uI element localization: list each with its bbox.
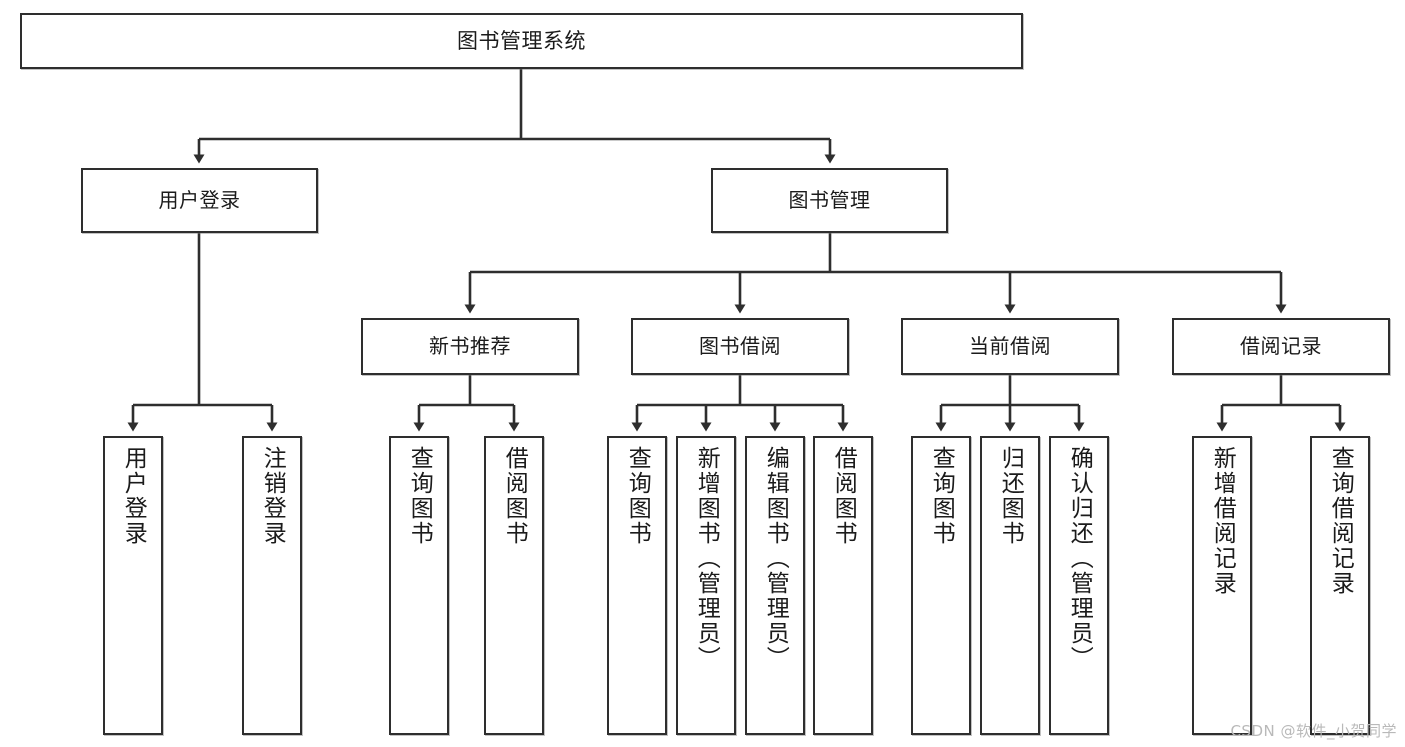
node-borrow-record[interactable]: 借阅记录 bbox=[1172, 318, 1390, 375]
node-label: 用户登录 bbox=[158, 187, 241, 212]
node-label: 编辑图书（管理员） bbox=[762, 446, 789, 671]
node-root-system[interactable]: 图书管理系统 bbox=[20, 13, 1023, 69]
leaf-user-login-login[interactable]: 用户登录 bbox=[103, 436, 163, 735]
node-label: 图书管理 bbox=[788, 187, 871, 212]
leaf-current-return-book[interactable]: 归还图书 bbox=[980, 436, 1040, 735]
leaf-borrow-edit-book-admin[interactable]: 编辑图书（管理员） bbox=[745, 436, 805, 735]
node-book-borrow[interactable]: 图书借阅 bbox=[631, 318, 849, 375]
node-label: 注销登录 bbox=[259, 446, 286, 546]
leaf-borrow-query-book[interactable]: 查询图书 bbox=[607, 436, 667, 735]
watermark: CSDN @软件_小贺同学 bbox=[1230, 722, 1397, 740]
leaf-new-book-query[interactable]: 查询图书 bbox=[389, 436, 449, 735]
node-label: 当前借阅 bbox=[969, 333, 1051, 358]
node-label: 新增图书（管理员） bbox=[693, 446, 720, 671]
leaf-record-query-record[interactable]: 查询借阅记录 bbox=[1310, 436, 1370, 735]
node-new-book-recommend[interactable]: 新书推荐 bbox=[361, 318, 579, 375]
node-label: 借阅记录 bbox=[1240, 333, 1322, 358]
node-label: 新书推荐 bbox=[429, 333, 511, 358]
node-current-borrow[interactable]: 当前借阅 bbox=[901, 318, 1119, 375]
node-label: 查询图书 bbox=[406, 446, 433, 546]
node-label: 借阅图书 bbox=[501, 446, 528, 546]
leaf-new-book-borrow[interactable]: 借阅图书 bbox=[484, 436, 544, 735]
leaf-record-add-record[interactable]: 新增借阅记录 bbox=[1192, 436, 1252, 735]
leaf-borrow-add-book-admin[interactable]: 新增图书（管理员） bbox=[676, 436, 736, 735]
node-label: 新增借阅记录 bbox=[1209, 446, 1236, 596]
node-label: 图书借阅 bbox=[699, 333, 781, 358]
leaf-current-query-book[interactable]: 查询图书 bbox=[911, 436, 971, 735]
node-label: 查询图书 bbox=[928, 446, 955, 546]
node-label: 查询借阅记录 bbox=[1327, 446, 1354, 596]
node-label: 图书管理系统 bbox=[457, 28, 586, 53]
node-label: 用户登录 bbox=[120, 446, 147, 546]
leaf-borrow-borrow-book[interactable]: 借阅图书 bbox=[813, 436, 873, 735]
leaf-current-confirm-return-admin[interactable]: 确认归还（管理员） bbox=[1049, 436, 1109, 735]
node-label: 查询图书 bbox=[624, 446, 651, 546]
node-label: 借阅图书 bbox=[830, 446, 857, 546]
node-book-management[interactable]: 图书管理 bbox=[711, 168, 948, 233]
node-label: 确认归还（管理员） bbox=[1066, 446, 1093, 671]
node-user-login[interactable]: 用户登录 bbox=[81, 168, 318, 233]
leaf-user-login-logout[interactable]: 注销登录 bbox=[242, 436, 302, 735]
node-label: 归还图书 bbox=[997, 446, 1024, 546]
